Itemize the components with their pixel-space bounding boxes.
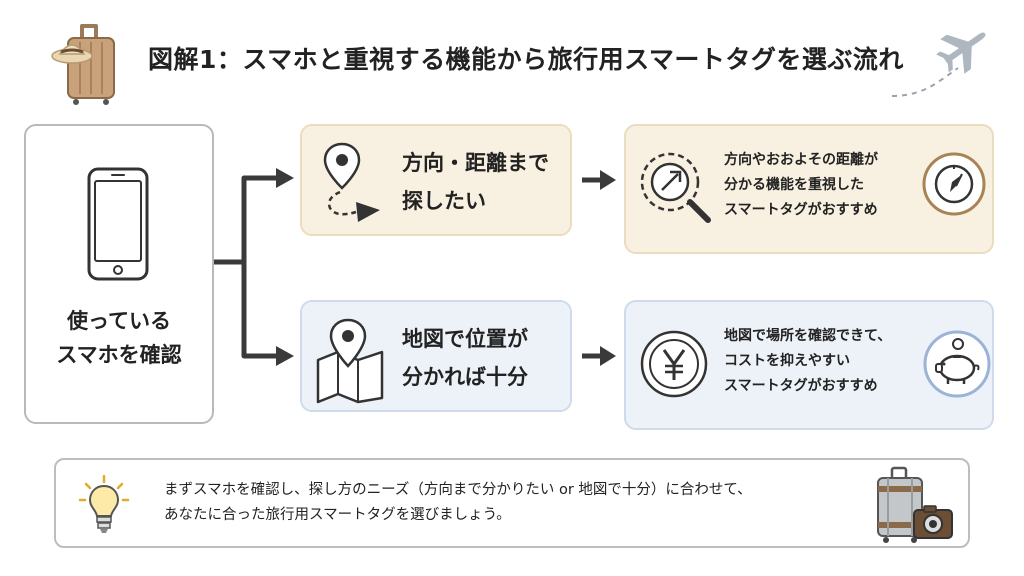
yen-coin-icon [640,330,708,398]
smartphone-icon [87,167,149,281]
summary-note-text: まずスマホを確認し、探し方のニーズ（方向まで分かりたい or 地図で十分）に合わ… [164,482,752,523]
page-title: 図解1：スマホと重視する機能から旅行用スマートタグを選ぶ流れ [148,45,904,74]
piggy-bank-icon [923,330,991,398]
airplane-icon [891,32,986,97]
need-map-label: 地図で位置が 分かれば十分 [402,327,528,389]
summary-note: まずスマホを確認し、探し方のニーズ（方向まで分かりたい or 地図で十分）に合わ… [54,458,970,548]
need-map-box: 地図で位置が 分かれば十分 [300,300,572,412]
compass-icon [922,152,986,216]
recommend-direction-text: 方向やおおよその距離が 分かる機能を重視した スマートタグがおすすめ [724,152,878,218]
need-direction-label: 方向・距離まで 探したい [402,151,549,213]
location-pin-arrow-icon [323,142,380,222]
recommend-direction-box: 方向やおおよその距離が 分かる機能を重視した スマートタグがおすすめ [624,124,994,254]
start-box: 使っている スマホを確認 [24,124,214,424]
suitcase-hat-icon [51,24,115,105]
recommend-map-text: 地図で場所を確認できて、 コストを抑えやすい スマートタグがおすすめ [724,328,892,394]
recommend-map-box: 地図で場所を確認できて、 コストを抑えやすい スマートタグがおすすめ [624,300,994,430]
magnifier-arrow-icon [640,152,711,223]
luggage-camera-icon [877,466,953,543]
need-direction-box: 方向・距離まで 探したい [300,124,572,236]
map-pin-icon [316,318,384,404]
lightbulb-icon [78,474,130,533]
start-label: 使っている スマホを確認 [56,309,182,367]
